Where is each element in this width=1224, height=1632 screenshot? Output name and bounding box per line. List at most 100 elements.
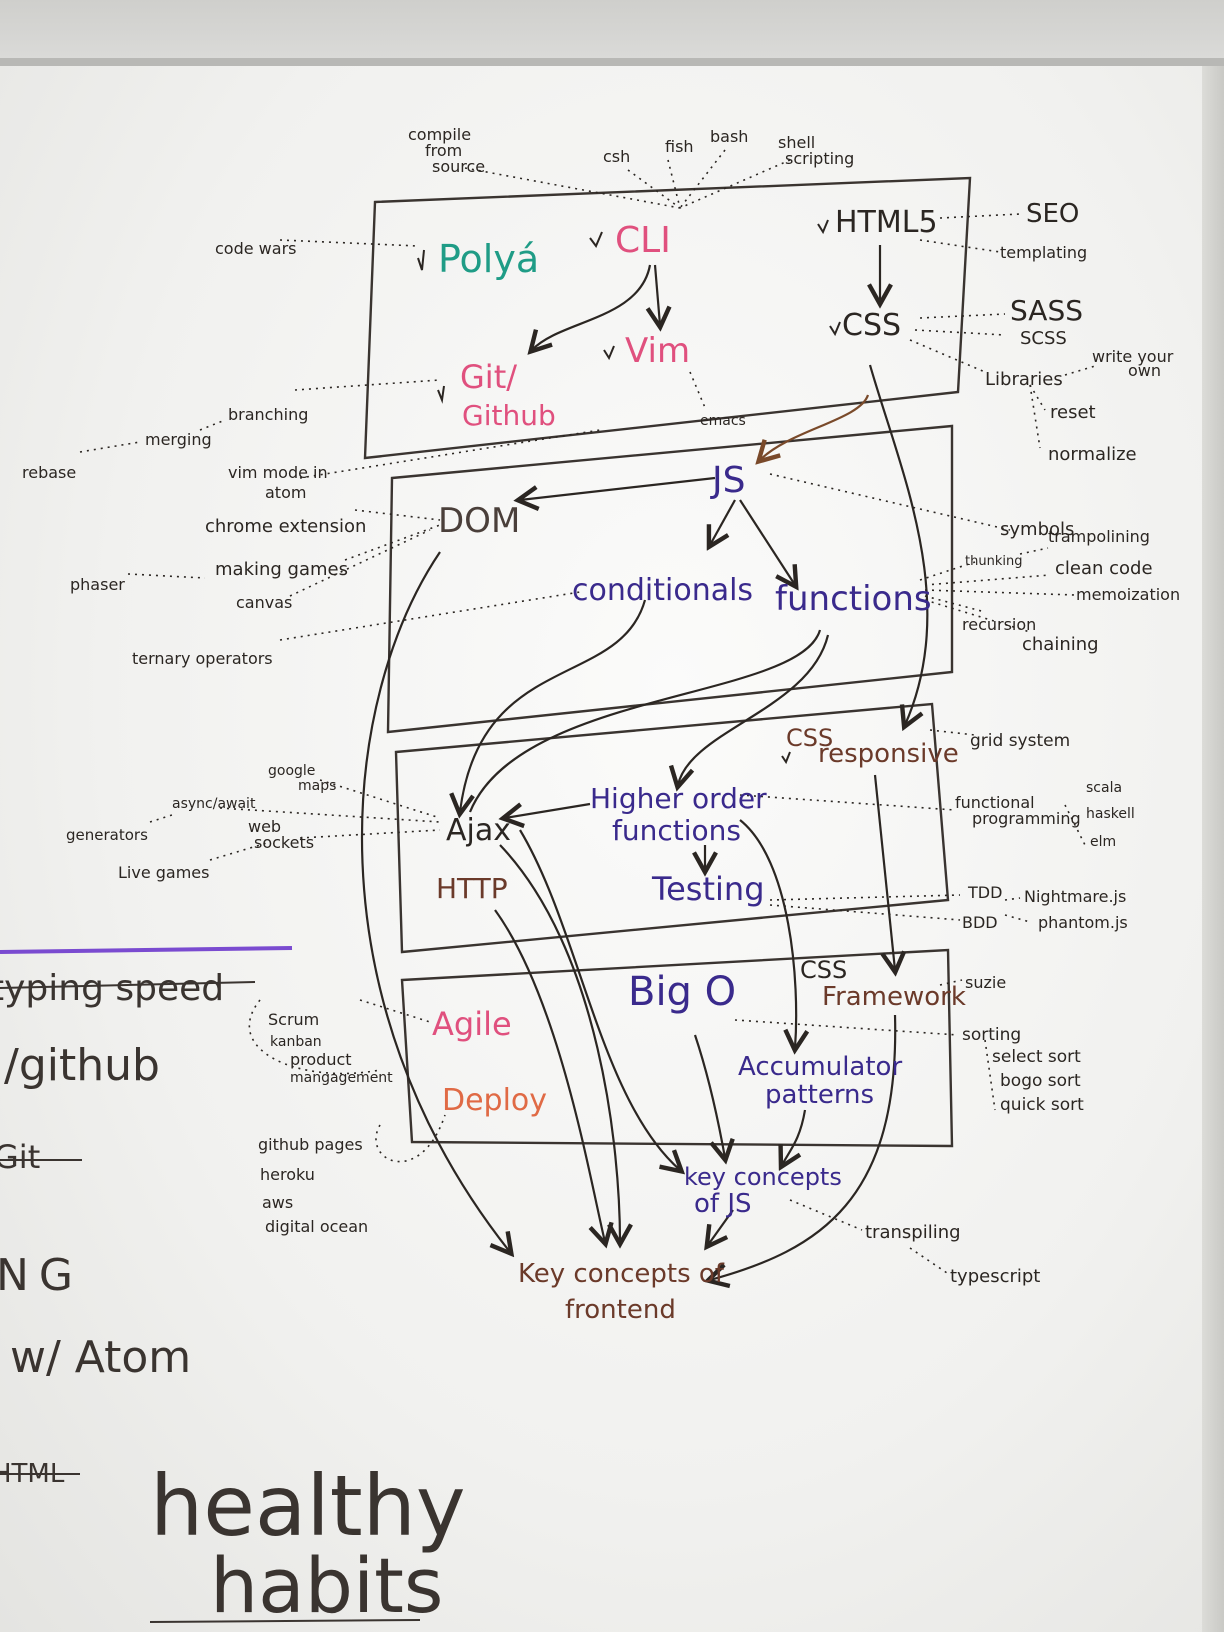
node-css: CSS: [842, 308, 901, 343]
note-code-wars: code wars: [215, 239, 296, 258]
note-scrum: Scrum: [268, 1010, 319, 1029]
note-ternary: ternary operators: [132, 649, 273, 668]
dotted-typescript: [909, 1247, 951, 1276]
left-github: /github: [4, 1040, 160, 1091]
note-sorting: sorting: [962, 1025, 1021, 1045]
arrow-ajax-keyfe: [499, 844, 620, 1242]
dotted-trampolining: [1019, 547, 1049, 555]
check-cli: [589, 231, 603, 248]
note-product-1: product: [290, 1050, 352, 1069]
note-google-maps-1: google: [268, 763, 315, 779]
arrow-hof-ajax: [505, 804, 591, 818]
node-polya: Polyá: [438, 237, 539, 281]
arrow-css-js: [760, 394, 870, 460]
node-hof-1: Higher order: [590, 782, 767, 815]
whiteboard: [0, 62, 1224, 1632]
note-heroku: heroku: [260, 1165, 315, 1184]
note-grid-system: grid system: [970, 731, 1070, 751]
arrow-cond-ajax: [460, 599, 647, 812]
dotted-vim-mode: [299, 429, 601, 479]
note-scss: SCSS: [1020, 328, 1067, 349]
check-git: [437, 385, 445, 404]
left-atom: w/ Atom: [10, 1332, 191, 1383]
arrow-js-func: [739, 499, 795, 585]
dotted-phantom: [1004, 914, 1031, 923]
arrow-bigo-keyjs: [693, 1034, 725, 1158]
note-websockets-2: sockets: [254, 833, 314, 852]
note-quick-sort: quick sort: [1000, 1095, 1084, 1115]
note-sass: SASS: [1010, 294, 1083, 327]
node-dom: DOM: [438, 501, 520, 541]
dotted-nightmare: [1004, 897, 1021, 901]
dotted-scrum: [359, 999, 431, 1023]
arrow-func-hof: [678, 634, 830, 785]
note-generators: generators: [66, 826, 148, 844]
note-digital-ocean: digital ocean: [265, 1217, 368, 1236]
note-making-games: making games: [215, 559, 348, 580]
note-emacs: emacs: [700, 413, 746, 429]
note-product-2: mangagement: [290, 1070, 393, 1086]
dotted-sass: [919, 313, 1006, 319]
note-github-pages: github pages: [258, 1135, 363, 1154]
node-deploy: Deploy: [442, 1083, 547, 1118]
dotted-async: [219, 807, 441, 823]
node-framework-css: CSS: [800, 956, 847, 984]
note-select-sort: select sort: [992, 1047, 1081, 1067]
box-process: [400, 948, 954, 1148]
note-symbols: symbols: [1000, 519, 1074, 540]
check-vim: [603, 345, 615, 361]
dotted-libraries: [909, 339, 986, 373]
underline-violet: [0, 946, 293, 954]
arrow-dom-keyfe: [361, 551, 510, 1252]
whiteboard-right-edge: [1202, 66, 1224, 1632]
node-bigo: Big O: [628, 969, 736, 1015]
note-typescript: typescript: [950, 1266, 1040, 1287]
dotted-reset: [1029, 384, 1046, 411]
dotted-google: [319, 779, 441, 819]
dotted-rebase: [79, 441, 141, 453]
dotted-bash: [679, 149, 726, 209]
note-functional-1: functional: [955, 793, 1035, 812]
arrow-framework-keyfe: [710, 1014, 897, 1280]
dotted-normalize: [1029, 384, 1041, 449]
note-shell-1: shell: [778, 133, 815, 152]
note-haskell: haskell: [1086, 806, 1135, 822]
whiteboard-top-edge: [0, 58, 1224, 66]
note-kanban: kanban: [270, 1034, 322, 1050]
arrow-keyjs-keyfe: [708, 1209, 734, 1245]
dotted-scss: [914, 329, 1006, 336]
note-trampolining: trampolining: [1048, 527, 1150, 546]
node-js: JS: [710, 460, 745, 501]
node-framework: Framework: [822, 982, 966, 1012]
note-libraries: Libraries: [985, 369, 1063, 390]
dotted-canvas: [289, 529, 431, 597]
node-keyjs-2: of JS: [694, 1189, 752, 1219]
note-rebase: rebase: [22, 463, 76, 482]
note-aws: aws: [262, 1193, 293, 1212]
dotted-compile: [464, 167, 681, 209]
arrow-hof-accumulator: [739, 819, 796, 1048]
note-google-maps-2: maps: [298, 778, 336, 794]
left-typing-strike: [0, 981, 256, 989]
note-phaser: phaser: [70, 575, 125, 594]
node-http: HTTP: [436, 872, 508, 905]
node-conditionals: conditionals: [572, 573, 753, 608]
node-keyfe-2: frontend: [565, 1295, 676, 1325]
note-transpiling: transpiling: [865, 1222, 961, 1243]
node-testing: Testing: [651, 870, 765, 908]
note-recursion: recursion: [962, 615, 1036, 634]
node-accumulator-2: patterns: [765, 1080, 874, 1110]
left-typing-speed: typing speed: [0, 968, 224, 1009]
note-shell-2: scripting: [785, 149, 854, 168]
note-write-own-1: write your: [1092, 347, 1174, 366]
dotted-langs: [1064, 804, 1086, 846]
dotted-codewars: [279, 239, 419, 247]
note-vim-mode-2: atom: [265, 483, 306, 502]
dotted-fish: [667, 159, 681, 209]
node-agile: Agile: [432, 1005, 512, 1043]
dotted-functional: [739, 794, 956, 811]
note-compile-3: source: [432, 157, 485, 176]
note-canvas: canvas: [236, 593, 292, 612]
note-compile-1: compile: [408, 125, 471, 144]
arrow-func-ajax: [468, 629, 822, 813]
